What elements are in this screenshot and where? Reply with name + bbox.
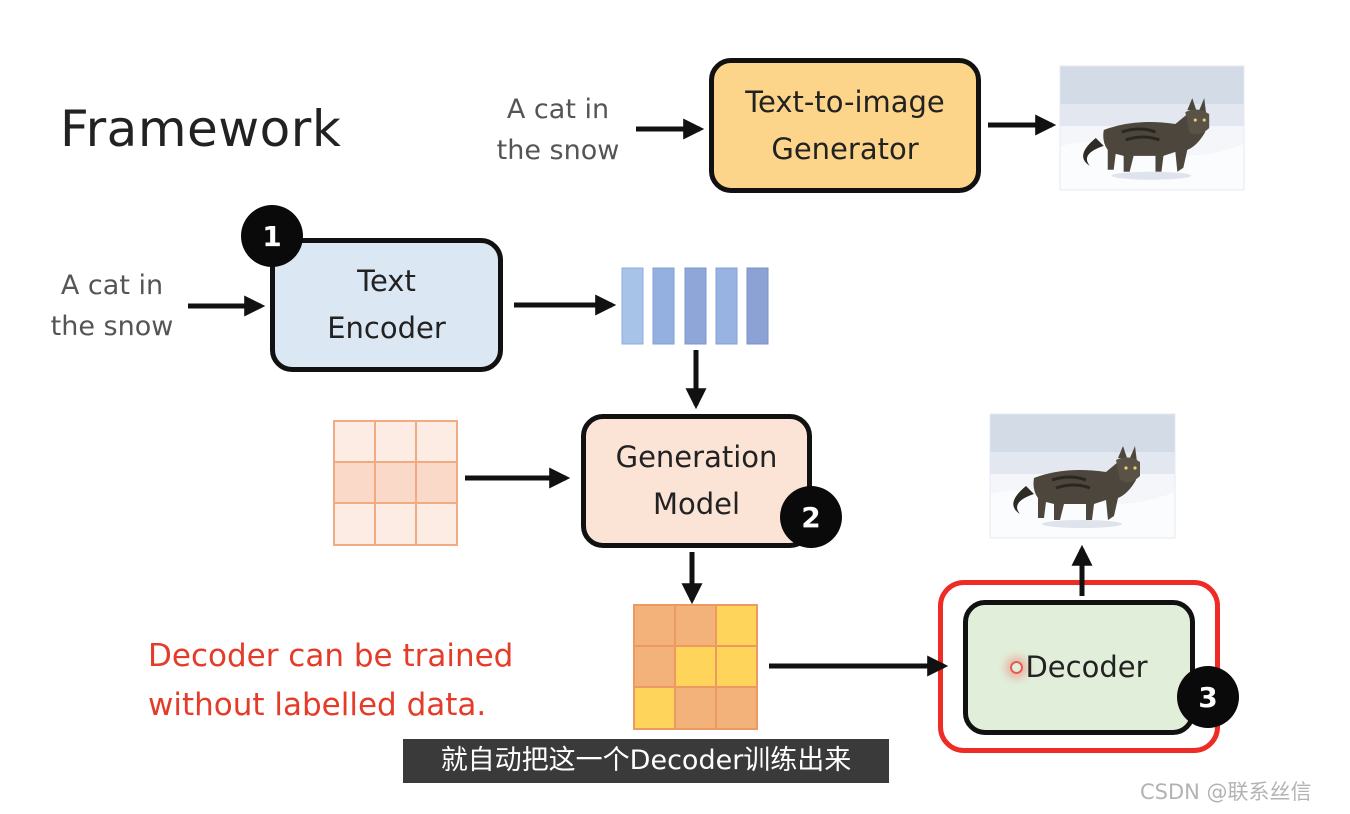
encoder-line-1: Text <box>357 264 416 298</box>
generator-line-1: Text-to-image <box>745 84 945 119</box>
note-line-1: Decoder can be trained <box>148 638 514 674</box>
text-encoder-box: Text Encoder <box>270 238 503 372</box>
step-2-badge: 2 <box>780 486 842 548</box>
generation-line-2: Model <box>652 487 741 521</box>
generation-model-box: Generation Model <box>581 414 812 548</box>
step-3-badge: 3 <box>1177 666 1239 728</box>
generator-line-2: Generator <box>771 131 919 166</box>
page-title: Framework <box>60 100 342 158</box>
decoder-box: Decoder <box>963 600 1195 735</box>
top-input-line-1: A cat in <box>506 94 610 125</box>
video-subtitle: 就自动把这一个Decoder训练出来 <box>403 739 889 783</box>
decoded-cat-photo <box>989 413 1176 539</box>
decoder-label: Decoder <box>1025 650 1148 684</box>
generation-line-1: Generation <box>615 440 778 474</box>
top-input-text: A cat in the snow <box>478 89 638 171</box>
noise-latent-grid <box>333 420 458 546</box>
generated-cat-photo-top <box>1059 65 1245 191</box>
cursor-dot-icon <box>1010 661 1024 674</box>
encoder-input-text: A cat in the snow <box>32 265 192 347</box>
text-embedding-vectors <box>621 267 769 345</box>
csdn-watermark: CSDN @联系丝信 <box>1140 780 1312 804</box>
encoder-input-line-1: A cat in <box>60 270 164 301</box>
top-input-line-2: the snow <box>496 135 620 166</box>
encoder-input-line-2: the snow <box>50 311 174 342</box>
encoder-line-2: Encoder <box>327 311 446 345</box>
step-1-badge: 1 <box>241 205 303 267</box>
decoder-training-note: Decoder can be trained without labelled … <box>148 632 513 730</box>
text-to-image-generator-box: Text-to-image Generator <box>709 58 981 193</box>
note-line-2: without labelled data. <box>148 687 487 723</box>
generated-latent-grid <box>633 604 758 730</box>
